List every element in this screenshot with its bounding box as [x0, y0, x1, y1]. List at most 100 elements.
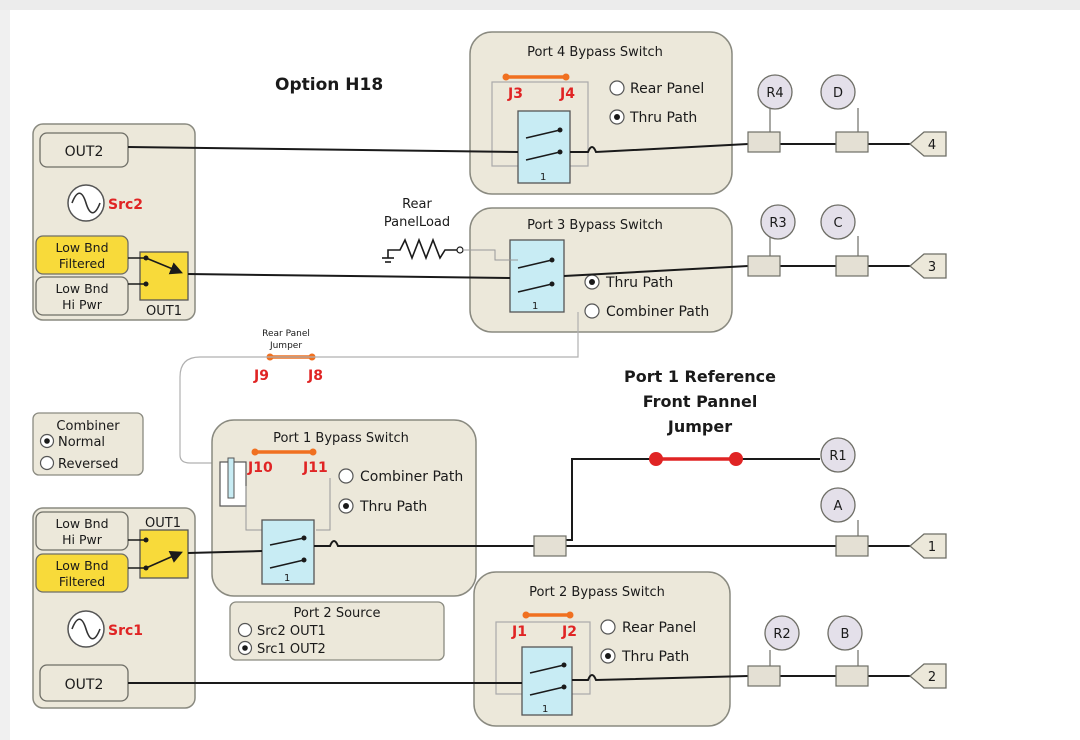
port4-jack-a: J3 — [507, 86, 523, 102]
test-ports: 4 3 1 2 — [909, 131, 947, 689]
coupler — [835, 255, 869, 277]
combiner-option-normal[interactable]: Normal — [39, 433, 106, 451]
src2-filtered-line2: Filtered — [59, 256, 105, 271]
port2-source-option-src2-label: Src2 OUT1 — [257, 624, 326, 639]
test-port-1: 1 — [909, 533, 947, 559]
port3-radio-combiner-path[interactable] — [584, 303, 600, 319]
coupler — [835, 665, 869, 687]
port3-option-combiner-path[interactable]: Combiner Path — [584, 303, 709, 320]
receiver-r3-label: R3 — [769, 216, 786, 231]
port4-radio-rear-panel[interactable] — [609, 80, 625, 96]
rear-jumper-jack-a: J9 — [253, 368, 269, 384]
port4-option-thru-path-label: Thru Path — [629, 110, 697, 126]
port3-option-thru-path-label: Thru Path — [605, 275, 673, 291]
src1-hipwr-line1: Low Bnd — [55, 516, 108, 531]
port2-source-option-src1-label: Src1 OUT2 — [257, 642, 326, 657]
src2-source-label: Src2 — [108, 197, 143, 213]
rear-panel-load: Rear PanelLoad — [382, 197, 518, 263]
port4-option-rear-panel[interactable]: Rear Panel — [609, 80, 704, 97]
port1-jack-b: J11 — [302, 460, 328, 476]
coupler — [533, 535, 567, 557]
src1-filtered-line2: Filtered — [59, 574, 105, 589]
src2-out1-label: OUT1 — [146, 304, 182, 319]
port1-bypass-panel: Port 1 Bypass Switch J10 J11 1 Combiner … — [211, 419, 477, 597]
ref-caption-line2: Front Pannel — [643, 392, 758, 411]
rear-panel-jumper: Rear Panel Jumper J9 J8 — [179, 312, 579, 464]
src2-filtered-line1: Low Bnd — [55, 240, 108, 255]
port2-option-thru-path[interactable]: Thru Path — [600, 648, 689, 665]
combiner-option-reversed[interactable]: Reversed — [39, 455, 119, 473]
port1-title: Port 1 Bypass Switch — [273, 431, 409, 446]
svg-text:1: 1 — [542, 704, 548, 715]
port2-source-panel: Port 2 Source Src2 OUT1 Src1 OUT2 — [229, 601, 445, 661]
port1-option-combiner-path[interactable]: Combiner Path — [338, 468, 463, 485]
rear-jumper-caption2: Jumper — [269, 341, 302, 351]
port4-option-rear-panel-label: Rear Panel — [630, 81, 704, 97]
receiver-r1-label: R1 — [829, 449, 846, 464]
receiver-c-label: C — [833, 216, 842, 231]
port1-relay — [261, 519, 315, 585]
jumper-end-icon — [649, 452, 663, 466]
port2-radio-rear-panel[interactable] — [600, 619, 616, 635]
src2-hipwr-line2: Hi Pwr — [62, 297, 103, 312]
port2-source-radio-src2[interactable] — [237, 622, 253, 638]
rear-jumper-jack-b: J8 — [307, 368, 323, 384]
src1-module: Low Bnd Hi Pwr Low Bnd Filtered OUT1 Src… — [32, 507, 196, 709]
port3-bypass-panel: Port 3 Bypass Switch 1 Thru Path Combine… — [469, 207, 733, 333]
coupler — [835, 131, 869, 153]
combiner-option-reversed-label: Reversed — [58, 457, 119, 472]
test-port-4: 4 — [909, 131, 947, 157]
combiner-radio-reversed[interactable] — [39, 455, 55, 471]
port1-jack-a: J10 — [247, 460, 273, 476]
receiver-r1: R1 — [820, 437, 856, 473]
port4-relay — [517, 110, 571, 184]
diagram-title: Option H18 — [275, 75, 383, 95]
src2-out2-box — [39, 132, 129, 168]
port2-source-option-src2[interactable]: Src2 OUT1 — [237, 622, 326, 640]
coupler — [747, 255, 781, 277]
src2-hipwr-box — [35, 276, 129, 316]
coupler — [747, 665, 781, 687]
receiver-r2: R2 — [764, 615, 800, 651]
receiver-d: D — [820, 74, 856, 110]
ref-caption-line3: Jumper — [667, 417, 732, 436]
resistor-icon — [387, 237, 458, 261]
src2-filtered-box — [35, 235, 129, 275]
test-port-4-label: 4 — [928, 138, 936, 153]
port3-option-combiner-path-label: Combiner Path — [606, 304, 709, 320]
src1-hipwr-box — [35, 511, 129, 551]
port1-option-thru-path[interactable]: Thru Path — [338, 498, 427, 515]
port3-option-thru-path[interactable]: Thru Path — [584, 274, 673, 291]
src1-source-label: Src1 — [108, 623, 143, 639]
rear-jumper-caption1: Rear Panel — [262, 329, 310, 339]
src1-out1-label: OUT1 — [145, 516, 181, 531]
receiver-c: C — [820, 204, 856, 240]
port4-bypass-panel: Port 4 Bypass Switch J3 J4 1 Rear Panel … — [469, 31, 733, 195]
couplers — [533, 131, 869, 687]
port1-option-combiner-path-label: Combiner Path — [360, 469, 463, 485]
src1-hipwr-line2: Hi Pwr — [62, 532, 103, 547]
port4-title: Port 4 Bypass Switch — [527, 45, 663, 60]
port2-jack-b: J2 — [561, 624, 577, 640]
port2-option-rear-panel[interactable]: Rear Panel — [600, 619, 696, 636]
test-port-2-label: 2 — [928, 670, 936, 685]
port2-source-title: Port 2 Source — [294, 606, 381, 621]
src2-hipwr-line1: Low Bnd — [55, 281, 108, 296]
port2-source-option-src1[interactable]: Src1 OUT2 — [237, 640, 326, 658]
receiver-r4-label: R4 — [766, 86, 783, 101]
test-port-1-label: 1 — [928, 540, 936, 555]
receiver-a-label: A — [834, 499, 843, 514]
port1-reference-caption: Port 1 Reference Front Pannel Jumper — [624, 367, 776, 436]
svg-text:1: 1 — [284, 573, 290, 584]
src1-filtered-box — [35, 553, 129, 593]
receiver-a: A — [820, 487, 856, 523]
port1-radio-combiner-path[interactable] — [338, 468, 354, 484]
test-port-3: 3 — [909, 253, 947, 279]
port2-option-thru-path-label: Thru Path — [621, 649, 689, 665]
rear-load-line2: PanelLoad — [384, 215, 450, 230]
src2-out1-switch — [139, 251, 189, 301]
port4-option-thru-path[interactable]: Thru Path — [609, 109, 697, 126]
rear-load-line1: Rear — [402, 197, 432, 212]
receiver-b: B — [827, 615, 863, 651]
